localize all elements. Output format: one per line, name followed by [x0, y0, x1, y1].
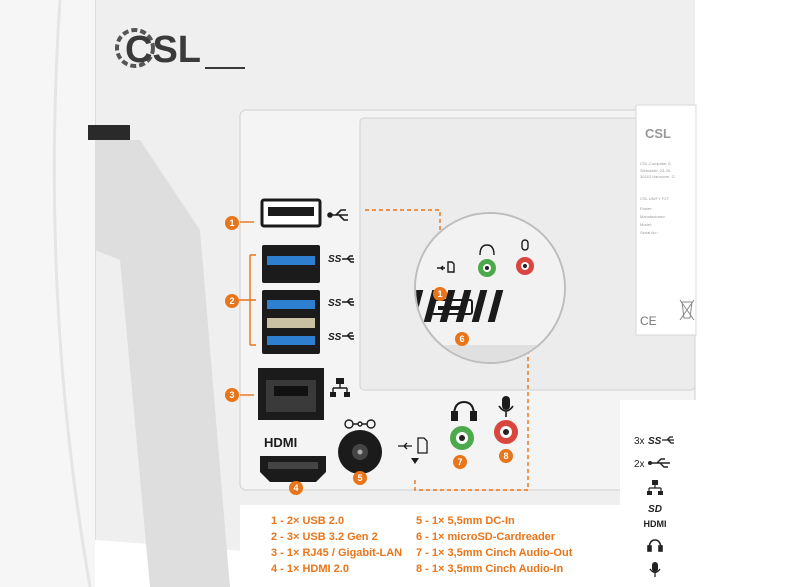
callout-badge-8: 8 [499, 449, 513, 463]
sidebar-headphone-icon [647, 539, 663, 552]
callout-badge-2: 2 [225, 294, 239, 308]
callout-badge-1: 1 [225, 216, 239, 230]
legend-item-7: 7 - 1× 3,5mm Cinch Audio-Out [416, 547, 573, 559]
svg-text:4: 4 [293, 483, 298, 493]
legend-item-3: 3 - 1× RJ45 / Gigabit-LAN [271, 547, 403, 559]
sticker-line-1: Sieboldstr. 23-25 [640, 168, 671, 173]
stand-arm [95, 140, 230, 587]
legend-item-5: 5 - 1× 5,5mm DC-In [416, 515, 515, 527]
svg-text:3: 3 [229, 390, 234, 400]
card-reader-icon [398, 437, 428, 454]
sticker-line-2: 30163 Hannover, G [640, 174, 675, 179]
network-icon [330, 378, 350, 397]
legend-item-8: 8 - 1× 3,5mm Cinch Audio-In [416, 563, 564, 575]
svg-text:1: 1 [437, 289, 442, 299]
svg-text:5: 5 [357, 473, 362, 483]
callout-badge-4: 4 [289, 481, 303, 495]
sticker-line-5: Manufactured: [640, 214, 666, 219]
legend-item-4: 4 - 1× HDMI 2.0 [271, 563, 349, 575]
svg-text:6: 6 [459, 334, 464, 344]
sidebar-usb2-count: 2x [634, 459, 645, 470]
svg-text:2: 2 [229, 296, 234, 306]
svg-text:7: 7 [457, 457, 462, 467]
microphone-icon [498, 396, 514, 417]
csl-logo-text: CSL [125, 29, 201, 71]
sidebar-hdmi-icon: HDMI [644, 519, 667, 529]
headphone-icon [451, 400, 477, 421]
legend-item-6: 6 - 1× microSD-Cardreader [416, 531, 556, 543]
sticker-line-0: CSL-Computer G [640, 161, 671, 166]
sidebar-usb3-icon: SS [648, 436, 662, 447]
usb3-port-group [262, 245, 320, 354]
sticker-line-4: Power: [640, 206, 652, 211]
csl-logo: CSL [115, 28, 245, 71]
callout-badge-3: 3 [225, 388, 239, 402]
svg-text:1: 1 [229, 218, 234, 228]
sticker-line-7: Serial No.: [640, 230, 659, 235]
usb3-ss-label-3: SS [328, 332, 342, 343]
sidebar-microphone-icon [649, 562, 661, 577]
sticker-logo: CSL [645, 126, 671, 141]
usb-icon [327, 209, 348, 221]
dc-polarity-icon [344, 419, 376, 429]
weee-bin-icon [679, 299, 695, 321]
ce-mark: CE [640, 314, 657, 328]
hdmi-port-label: HDMI [264, 435, 297, 450]
legend-item-1: 1 - 2× USB 2.0 [271, 515, 345, 527]
callout-badge-7: 7 [453, 455, 467, 469]
sidebar-usb3-count: 3x [634, 436, 645, 447]
usb3-ss-label-1: SS [328, 254, 342, 265]
callout-badge-5: 5 [353, 471, 367, 485]
callout-badge-1-inset: 1 [433, 287, 447, 301]
spec-icon-sidebar: 3x SS 2x SD HDMI [634, 436, 674, 577]
sidebar-sd-icon: SD [648, 504, 662, 515]
svg-text:8: 8 [503, 451, 508, 461]
callout-badge-6: 6 [455, 332, 469, 346]
rating-sticker [635, 104, 697, 336]
sticker-line-3: CSL UNITY F27 [640, 196, 669, 201]
usb3-ss-label-2: SS [328, 298, 342, 309]
legend-item-2: 2 - 3× USB 3.2 Gen 2 [271, 531, 378, 543]
sticker-line-6: Model: [640, 222, 652, 227]
sidebar-network-icon [647, 480, 663, 495]
sidebar-usb-icon [650, 458, 670, 468]
